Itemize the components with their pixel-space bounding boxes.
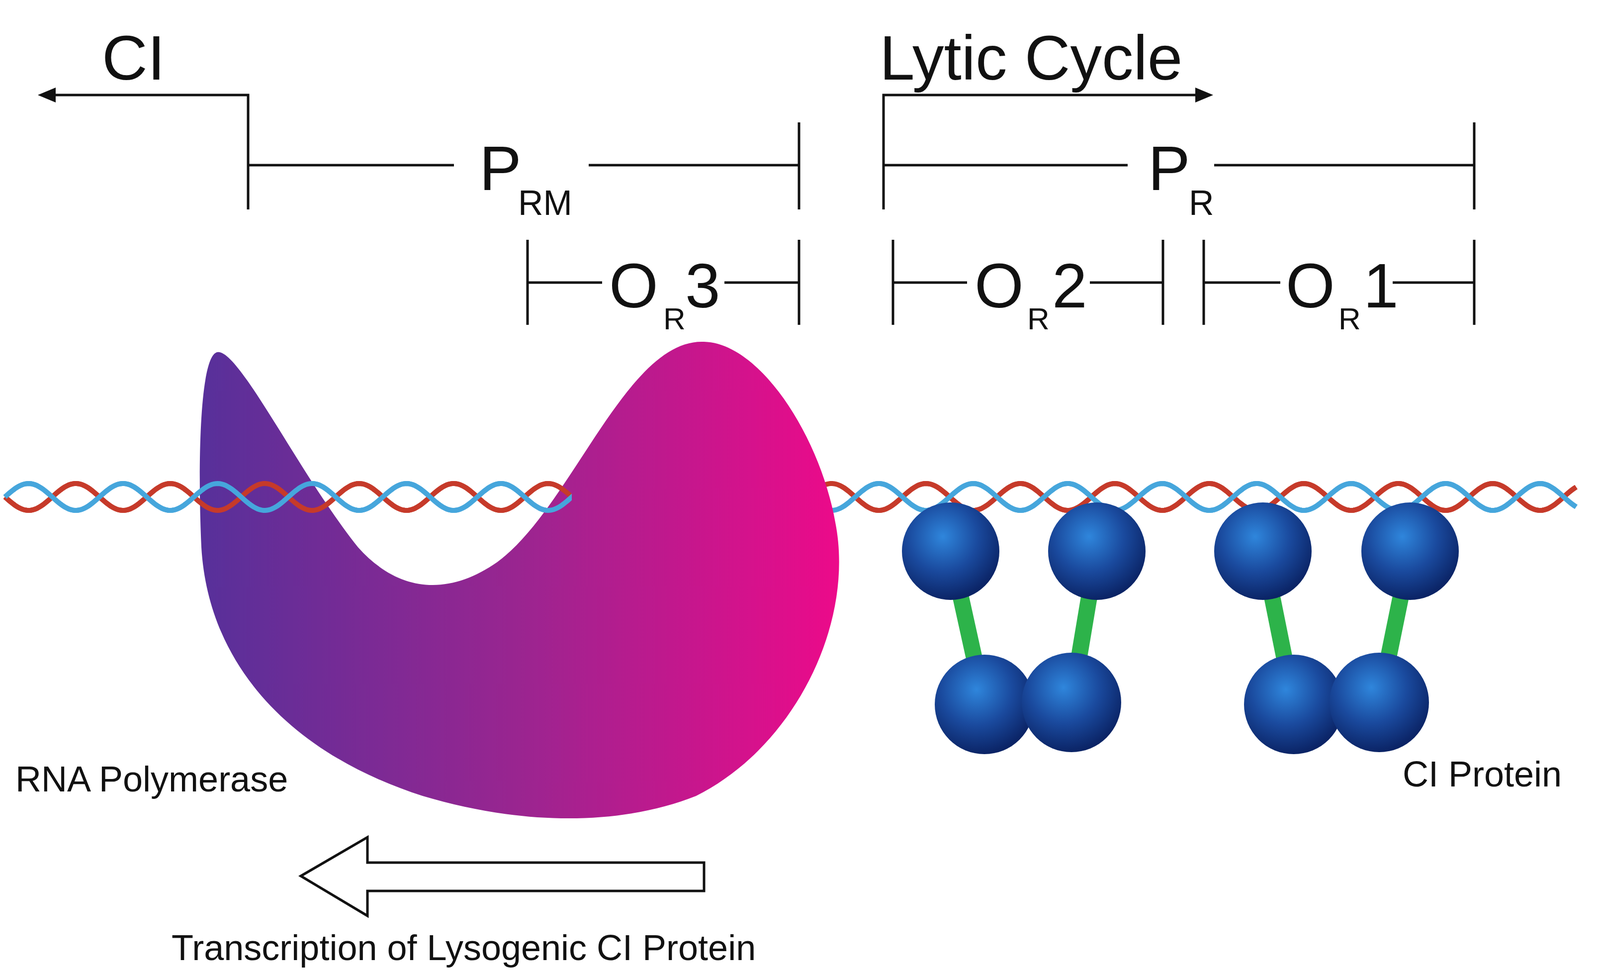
label-text: R: [1027, 303, 1050, 335]
dna-strand: [4, 483, 1577, 511]
label-text: P: [479, 136, 522, 200]
rna-polymerase: [199, 341, 840, 818]
label-text: O: [609, 254, 659, 318]
label-text: R: [1338, 303, 1361, 335]
label-text: Transcription of Lysogenic CI Protein: [171, 929, 756, 966]
label-text: P: [1148, 136, 1191, 200]
label-text: R: [1188, 185, 1215, 221]
label-text: RNA Polymerase: [15, 760, 288, 797]
label-text: O: [1285, 254, 1335, 318]
label-text: Lytic Cycle: [879, 26, 1183, 90]
arrow-head: [37, 87, 56, 103]
dna-helix: [4, 483, 1577, 511]
label-text: O: [974, 254, 1024, 318]
label-text: R: [663, 303, 686, 335]
ci-promoter-arrow: [44, 94, 249, 210]
transcription-arrow: [300, 836, 705, 916]
ci-dimer: [1214, 502, 1459, 754]
label-text: 3: [685, 254, 721, 318]
label-text: 1: [1363, 254, 1399, 318]
dna-strand: [4, 483, 1577, 511]
arrow-head: [1195, 87, 1214, 103]
label-text: CI: [101, 26, 166, 90]
ci-dimer: [901, 502, 1146, 754]
label-text: RM: [518, 185, 573, 221]
pr-bracket: [883, 122, 1475, 210]
label-text: CI Protein: [1402, 755, 1562, 792]
label-text: 2: [1052, 254, 1088, 318]
lytic-promoter-arrow: [883, 94, 1206, 210]
